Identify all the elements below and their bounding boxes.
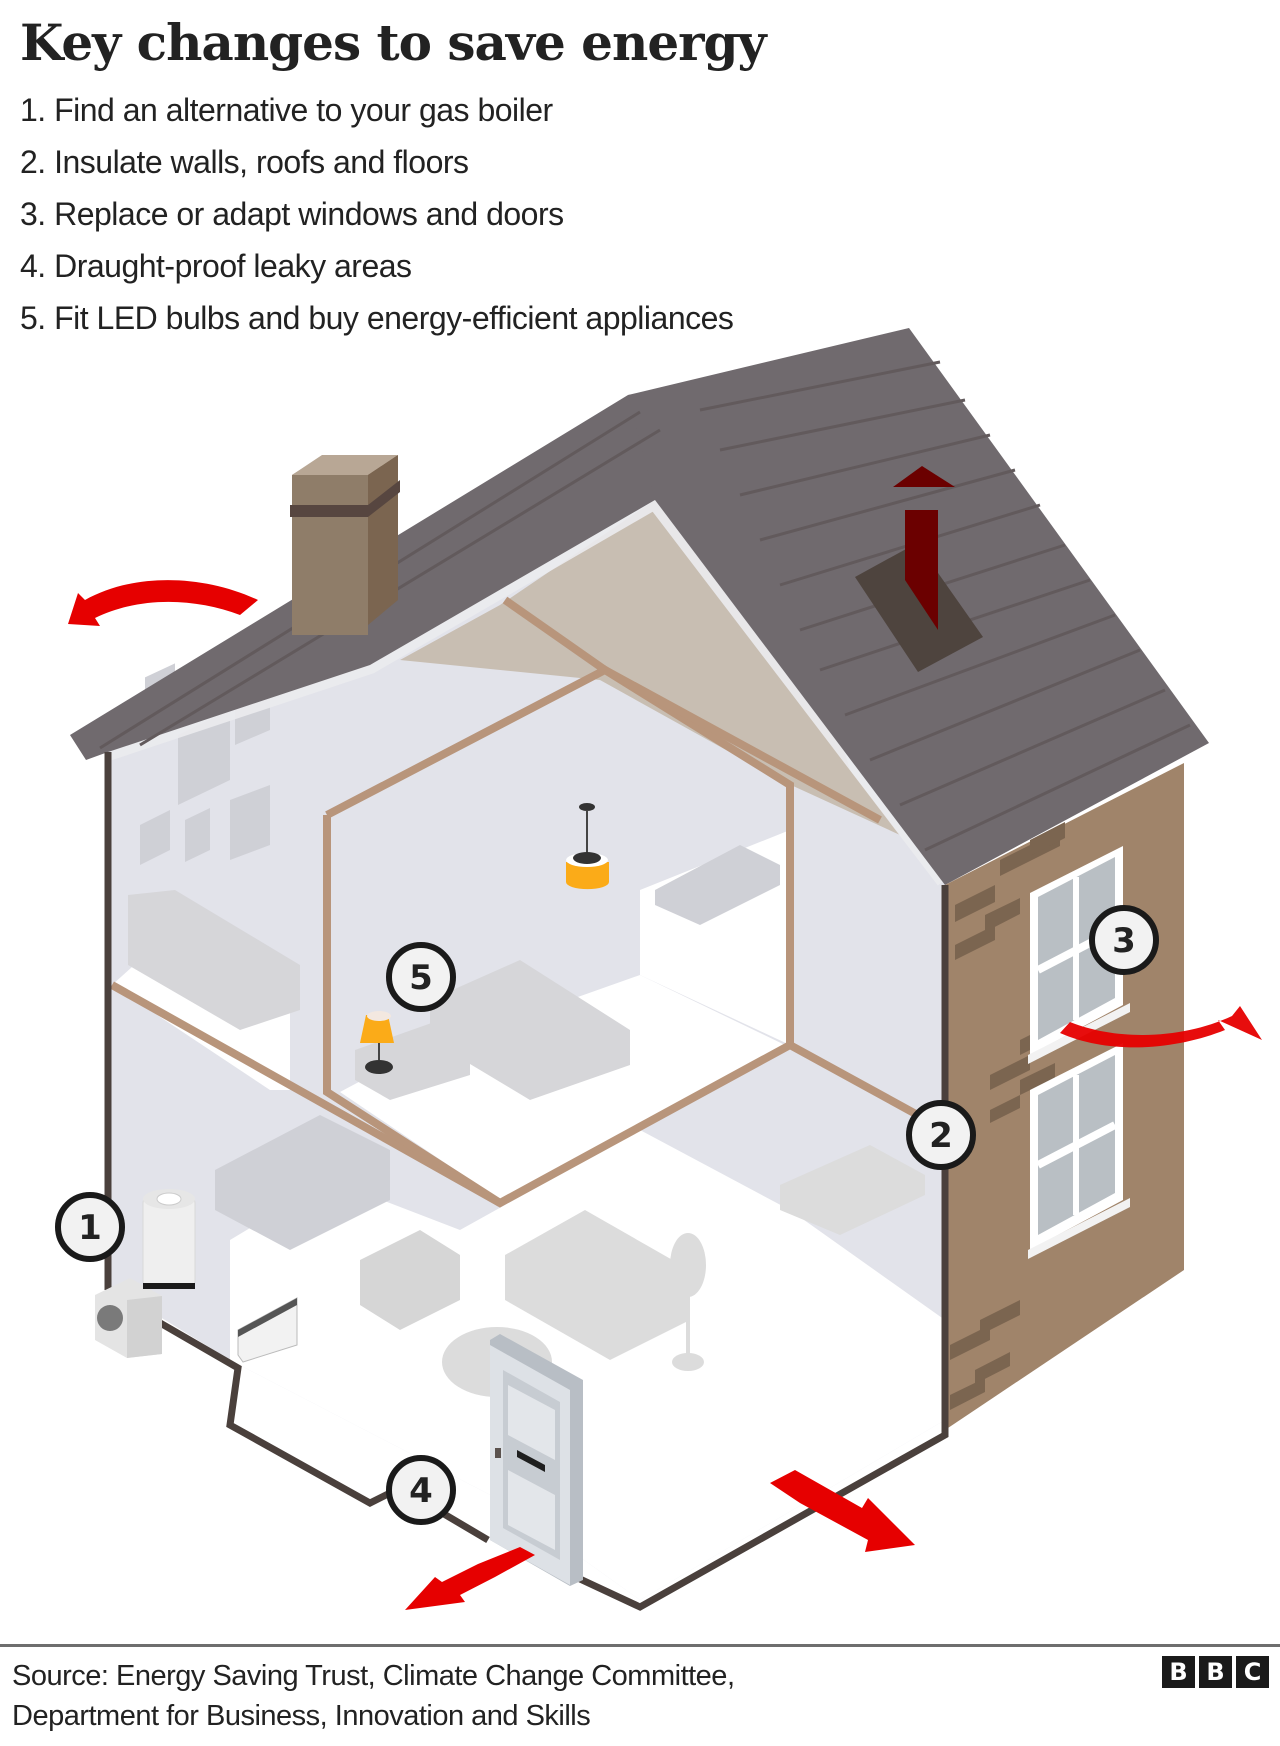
bbc-logo: B B C [1162, 1656, 1269, 1688]
roof-left-arrow [68, 580, 258, 626]
svg-text:3: 3 [1112, 921, 1136, 961]
table-lamp [360, 1011, 394, 1074]
badge-1: 1 [55, 1192, 125, 1262]
front-door [490, 1334, 583, 1586]
svg-text:2: 2 [929, 1116, 953, 1156]
svg-text:1: 1 [78, 1208, 102, 1248]
chimney [290, 455, 400, 635]
badge-2: 2 [906, 1100, 976, 1170]
step-item-4: 4. Draught-proof leaky areas [20, 248, 412, 284]
heat-pump [95, 1278, 162, 1358]
footer-divider [0, 1644, 1280, 1647]
step-item-5: 5. Fit LED bulbs and buy energy-efficien… [20, 300, 734, 336]
badge-5: 5 [386, 942, 456, 1012]
radiator [237, 1297, 298, 1363]
step-item-1: 1. Find an alternative to your gas boile… [20, 92, 553, 128]
badge-3: 3 [1089, 905, 1159, 975]
hot-water-cylinder [142, 1189, 196, 1289]
door-front-arrow [405, 1547, 535, 1610]
badge-4: 4 [386, 1455, 456, 1525]
source-line-2: Department for Business, Innovation and … [12, 1700, 591, 1732]
source-line-1: Source: Energy Saving Trust, Climate Cha… [12, 1660, 735, 1692]
steps-list: 1. Find an alternative to your gas boile… [20, 84, 734, 344]
pendant-light [566, 803, 609, 890]
svg-text:5: 5 [409, 958, 433, 998]
step-item-3: 3. Replace or adapt windows and doors [20, 196, 564, 232]
timber-frame [110, 596, 947, 1208]
roof-vent [855, 543, 983, 672]
attic-insulation [400, 500, 900, 835]
floor-right-arrow [770, 1470, 915, 1552]
roof-vent-up-arrow [893, 466, 955, 630]
svg-text:4: 4 [409, 1471, 433, 1511]
source-note: Source: Energy Saving Trust, Climate Cha… [12, 1656, 1012, 1736]
heat-loss-arrows [68, 580, 1262, 1610]
bbc-logo-b2: B [1199, 1656, 1232, 1688]
bbc-logo-c: C [1236, 1656, 1269, 1688]
bbc-logo-b1: B [1162, 1656, 1195, 1688]
chart-title: Key changes to save energy [20, 13, 767, 72]
step-item-2: 2. Insulate walls, roofs and floors [20, 144, 469, 180]
window-lower [1028, 1043, 1130, 1259]
window-right-arrow [1060, 1006, 1262, 1048]
